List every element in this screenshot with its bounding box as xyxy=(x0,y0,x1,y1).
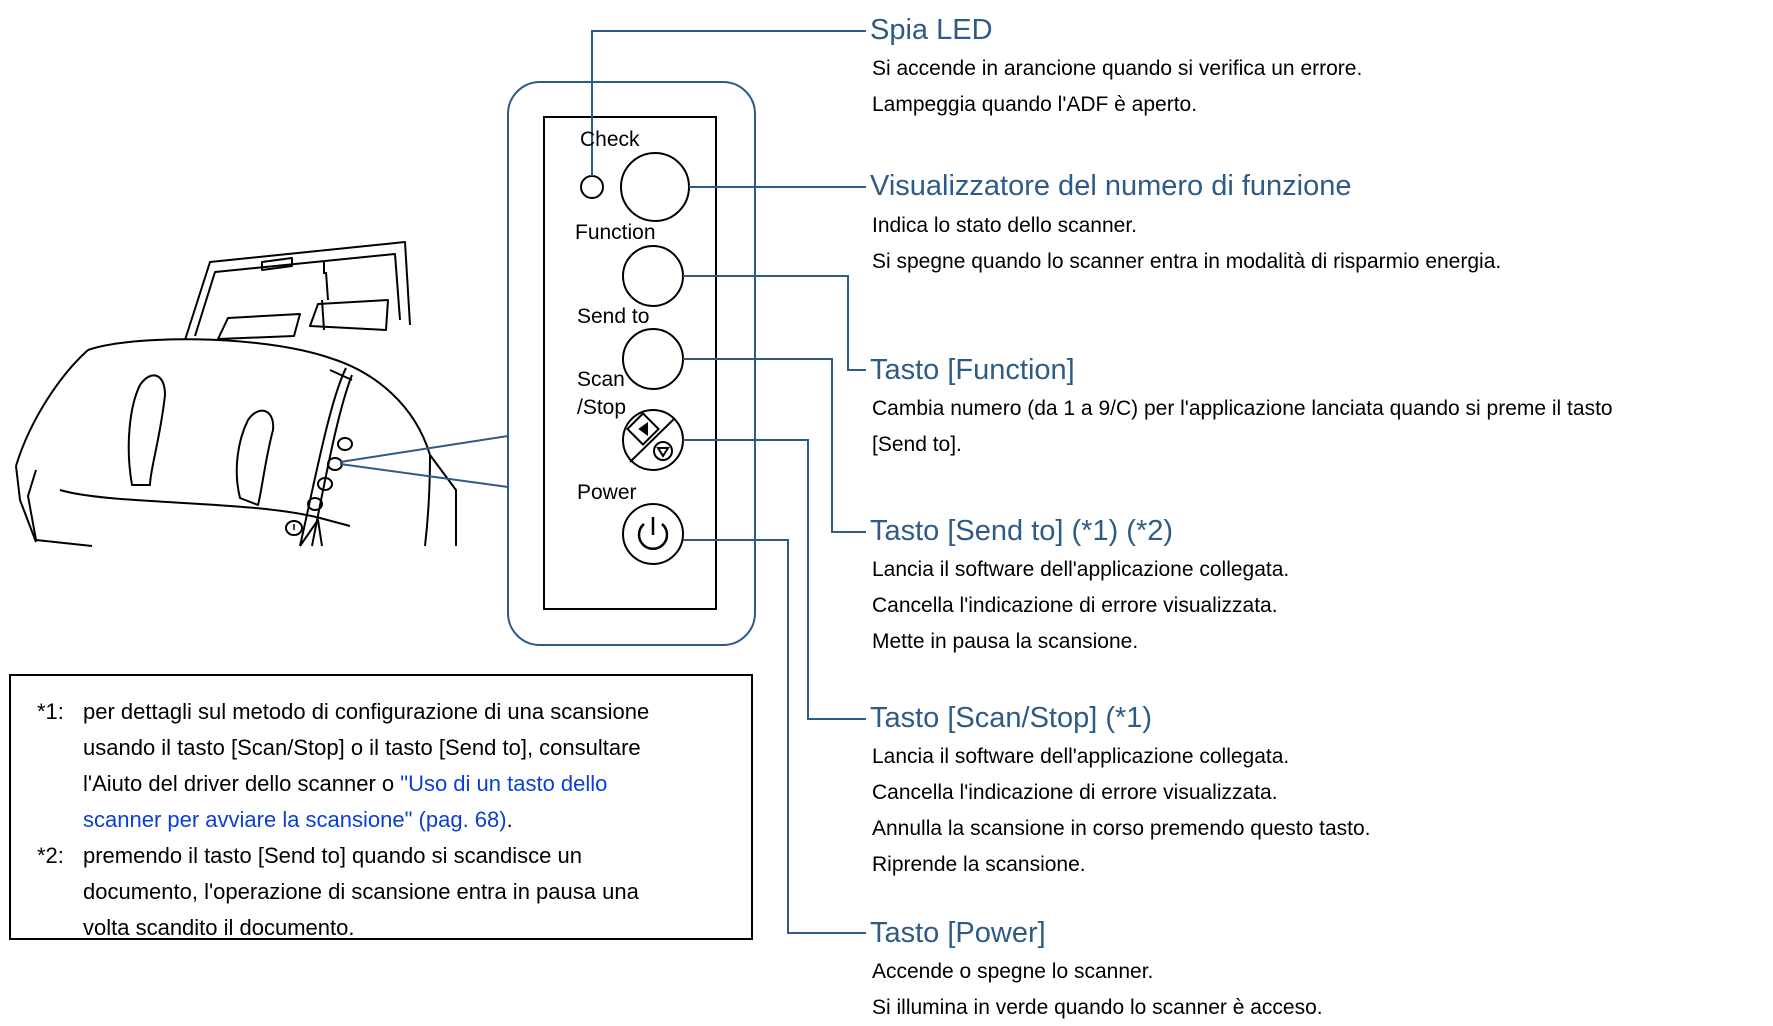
footnote-2-number: *2: xyxy=(37,843,64,868)
callout-send-to-key-title: Tasto [Send to] (*1) (*2) xyxy=(870,515,1174,547)
callout-spia-led-desc: Si accende in arancione quando si verifi… xyxy=(872,57,1363,116)
leader-power-key xyxy=(683,539,866,934)
check-label: Check xyxy=(580,128,640,151)
zoom-connector xyxy=(339,435,509,488)
footnote-1-link[interactable]: "Uso di un tasto dello xyxy=(400,771,608,796)
leader-spia-led xyxy=(591,30,866,176)
scanner-illustration xyxy=(15,241,457,547)
leader-function-key xyxy=(683,275,866,371)
footnote-1-link-cont[interactable]: scanner per avviare la scansione" (pag. … xyxy=(83,807,507,832)
callout-scan-stop-key-desc: Lancia il software dell'applicazione col… xyxy=(872,745,1371,876)
power-label: Power xyxy=(577,481,637,504)
callout-spia-led-title: Spia LED xyxy=(870,14,993,46)
stop-label: /Stop xyxy=(577,396,627,419)
leader-scan-stop-key xyxy=(683,439,866,720)
function-label: Function xyxy=(575,221,656,244)
panel-zoom-frame xyxy=(507,81,756,646)
leader-send-to-key xyxy=(683,358,866,533)
callout-send-to-key-desc: Lancia il software dell'applicazione col… xyxy=(872,558,1290,653)
scan-stop-icon xyxy=(626,412,676,463)
footnote-1-text: per dettagli sul metodo di configurazion… xyxy=(83,699,650,832)
operator-panel xyxy=(543,116,717,610)
leader-lines xyxy=(591,30,866,934)
footnote-1-number: *1: xyxy=(37,699,64,724)
power-button[interactable] xyxy=(622,503,684,565)
send-to-label: Send to xyxy=(577,305,650,328)
callout-function-key-desc: Cambia numero (da 1 a 9/C) per l'applica… xyxy=(872,397,1613,456)
callout-function-key-title: Tasto [Function] xyxy=(870,354,1075,386)
scan-label: Scan xyxy=(577,368,625,391)
callout-function-display-title: Visualizzatore del numero di funzione xyxy=(870,170,1352,202)
footnotes-box: *1: per dettagli sul metodo di configura… xyxy=(9,674,753,940)
power-icon xyxy=(637,517,669,550)
footnote-2-text: premendo il tasto [Send to] quando si sc… xyxy=(83,843,639,940)
callout-power-key-desc: Accende o spegne lo scanner. Si illumina… xyxy=(872,960,1323,1019)
callout-function-display-desc: Indica lo stato dello scanner. Si spegne… xyxy=(872,214,1502,273)
callout-scan-stop-key-title: Tasto [Scan/Stop] (*1) xyxy=(870,702,1153,734)
callout-power-key-title: Tasto [Power] xyxy=(870,917,1046,949)
